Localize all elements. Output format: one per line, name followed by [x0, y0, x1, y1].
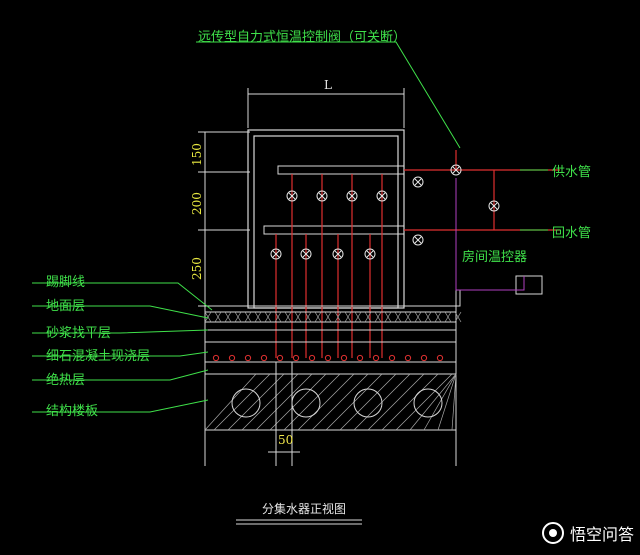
- dimension-250: 250: [190, 257, 204, 280]
- supply-pipe-label: 供水管: [552, 165, 592, 180]
- dimension-50-label: 50: [278, 433, 294, 447]
- pipe-section-icon: [260, 354, 268, 362]
- valves: [270, 164, 500, 260]
- valve-icon: [364, 248, 376, 260]
- dimension-chain-left: [198, 131, 250, 307]
- valve-icon: [412, 176, 424, 188]
- layer-label-insulation: 绝热层: [46, 373, 86, 388]
- pipe-section-icon: [276, 354, 284, 362]
- pipe-section-icon: [324, 354, 332, 362]
- watermark-logo-icon: [541, 522, 564, 544]
- room-thermostat: [515, 275, 543, 295]
- supply-manifold: [277, 165, 405, 175]
- valve-icon: [346, 190, 358, 202]
- pipe-section-icon: [372, 354, 380, 362]
- valve-icon: [488, 200, 500, 212]
- slab-voids: [231, 388, 443, 418]
- valve-callout: 远传型自力式恒温控制阀（可关断）: [198, 30, 407, 45]
- watermark-text: 悟空问答: [569, 525, 634, 544]
- pipe-section-icon: [228, 354, 236, 362]
- dimension-l: [247, 88, 405, 128]
- floor-layers: [204, 289, 461, 466]
- cabinet-inner: [253, 135, 399, 309]
- pipe-section-icon: [356, 354, 364, 362]
- pipe-section-icon: [404, 354, 412, 362]
- caption-underline: [236, 519, 362, 525]
- thermostat-label: 房间温控器: [462, 250, 528, 265]
- layer-label-concrete: 细石混凝土现浇层: [46, 349, 151, 364]
- pipe-section-icon: [244, 354, 252, 362]
- dimension-l-label: L: [324, 78, 332, 92]
- valve-icon: [332, 248, 344, 260]
- concrete-hatch: [204, 311, 462, 431]
- pipe-section-icon: [292, 354, 300, 362]
- pipe-section-icon: [340, 354, 348, 362]
- layer-label-screed: 砂浆找平层: [46, 326, 112, 341]
- valve-icon: [450, 164, 462, 176]
- layer-label-skirting: 踢脚线: [46, 275, 86, 290]
- leader-lines: [32, 41, 548, 413]
- layer-label-slab: 结构楼板: [46, 404, 99, 419]
- thermostat-box: [515, 275, 543, 295]
- pipe-section-icon: [212, 354, 220, 362]
- valve-icon: [270, 248, 282, 260]
- drawing-caption: 分集水器正视图: [262, 502, 347, 516]
- layer-label-floor: 地面层: [46, 299, 86, 314]
- watermark: 悟空问答: [541, 521, 634, 545]
- return-manifold: [263, 225, 405, 235]
- thermostat-wire: [455, 178, 525, 291]
- dimension-200: 200: [190, 192, 204, 215]
- cabinet: [247, 129, 405, 309]
- valve-icon: [412, 234, 424, 246]
- cabinet-outer: [247, 129, 405, 309]
- valve-icon: [316, 190, 328, 202]
- valve-icon: [376, 190, 388, 202]
- valve-icon: [300, 248, 312, 260]
- pipe-section-icon: [436, 354, 444, 362]
- valve-icon: [286, 190, 298, 202]
- manifold-bars: [263, 165, 405, 235]
- pipe-section-icon: [388, 354, 396, 362]
- pipe-section-icon: [308, 354, 316, 362]
- dimension-150: 150: [190, 143, 204, 166]
- dimension-50: [268, 362, 300, 466]
- return-pipe-label: 回水管: [552, 226, 592, 241]
- pipe-section-icon: [420, 354, 428, 362]
- embedded-pipes: [212, 354, 444, 362]
